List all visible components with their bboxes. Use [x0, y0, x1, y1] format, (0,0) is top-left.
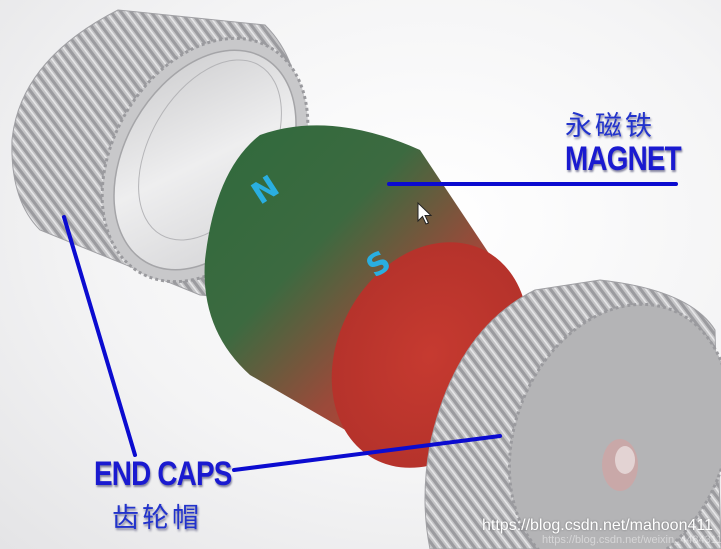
leader-lines — [62, 182, 678, 472]
end-cap-left-leader-line — [62, 215, 137, 457]
end-caps-label-en: END CAPS — [94, 455, 232, 493]
magnet-label-cn: 永磁铁 — [565, 111, 655, 142]
end-caps-label-cn: 齿轮帽 — [112, 503, 202, 534]
mouse-cursor-icon — [417, 201, 433, 225]
magnet-label-en: MAGNET — [565, 140, 682, 178]
watermark-secondary: https://blog.csdn.net/weixin_44843116 — [542, 534, 721, 546]
right-end-cap-gear — [424, 279, 721, 549]
end-cap-right-leader-line — [232, 434, 502, 472]
watermark-primary: https://blog.csdn.net/mahoon411 — [482, 517, 713, 534]
